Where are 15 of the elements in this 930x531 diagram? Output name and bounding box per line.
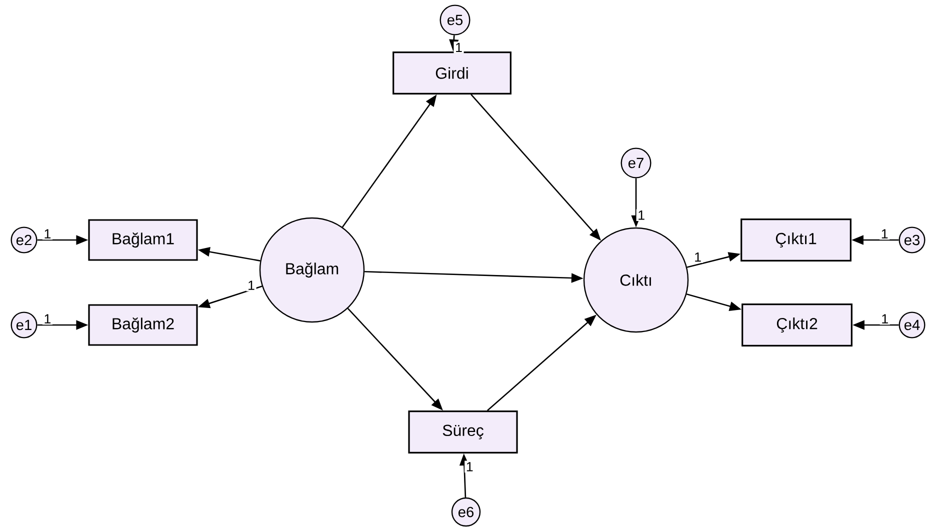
observed-variable-box: Girdi [392,52,512,94]
edge-label: 1 [464,460,475,473]
edge-label: 1 [42,312,52,325]
observed-variable-box: Bağlam2 [88,304,198,346]
edge-label: 1 [454,42,464,54]
observed-variable-box: Bağlam1 [88,219,198,261]
edge-label: 1 [692,251,703,263]
observed-variable-box: Süreç [408,410,518,454]
edge-label: 1 [42,228,52,240]
observed-variable-box: Çıktı1 [740,218,852,262]
observed-variable-box: Çıktı2 [742,304,852,346]
edge-label: 1 [636,209,646,222]
edge-label: 1 [246,279,256,292]
edge-label: 1 [880,312,890,325]
edge-label: 1 [880,228,890,240]
